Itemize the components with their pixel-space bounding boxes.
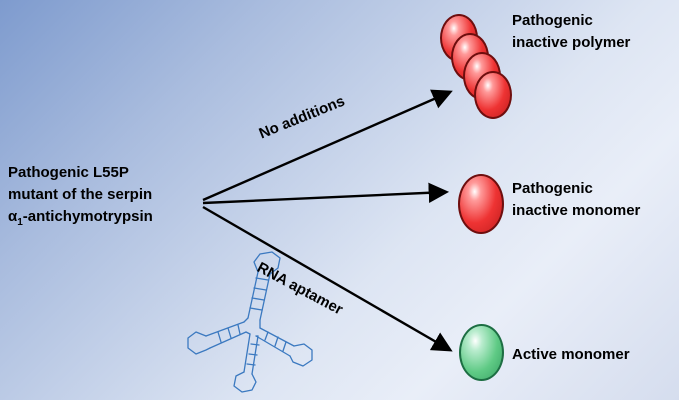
polymer-oval-4: [474, 71, 512, 119]
active-monomer-label: Active monomer: [512, 346, 630, 363]
arrow-to-monomer: [202, 182, 450, 205]
mutant-description-line2: mutant of the serpin: [8, 186, 153, 203]
inactive-monomer-label-line1: Pathogenic: [512, 180, 593, 197]
active-monomer-oval: [459, 324, 504, 381]
polymer-ovals: [438, 14, 522, 120]
alpha-subscript: 1: [17, 217, 23, 228]
mutant-description-line3: α1-antichymotrypsin: [8, 206, 153, 234]
antichymotrypsin-text: -antichymotrypsin: [22, 208, 153, 225]
inactive-monomer-label: Pathogenic inactive monomer: [512, 178, 640, 222]
rna-aptamer-label: RNA aptamer: [254, 259, 346, 319]
alpha-symbol: α: [8, 208, 18, 225]
polymer-label: Pathogenic inactive polymer: [512, 10, 630, 54]
arrow-to-active-monomer: [202, 205, 453, 352]
inactive-monomer-label-line2: inactive monomer: [512, 202, 641, 219]
no-additions-label: No additions: [256, 92, 348, 143]
mutant-description-line1: Pathogenic L55P: [8, 164, 129, 181]
mutant-description: Pathogenic L55P mutant of the serpin α1-…: [8, 162, 153, 234]
polymer-label-line2: inactive polymer: [512, 34, 631, 51]
polymer-label-line1: Pathogenic: [512, 12, 593, 29]
inactive-monomer-oval: [458, 174, 504, 234]
